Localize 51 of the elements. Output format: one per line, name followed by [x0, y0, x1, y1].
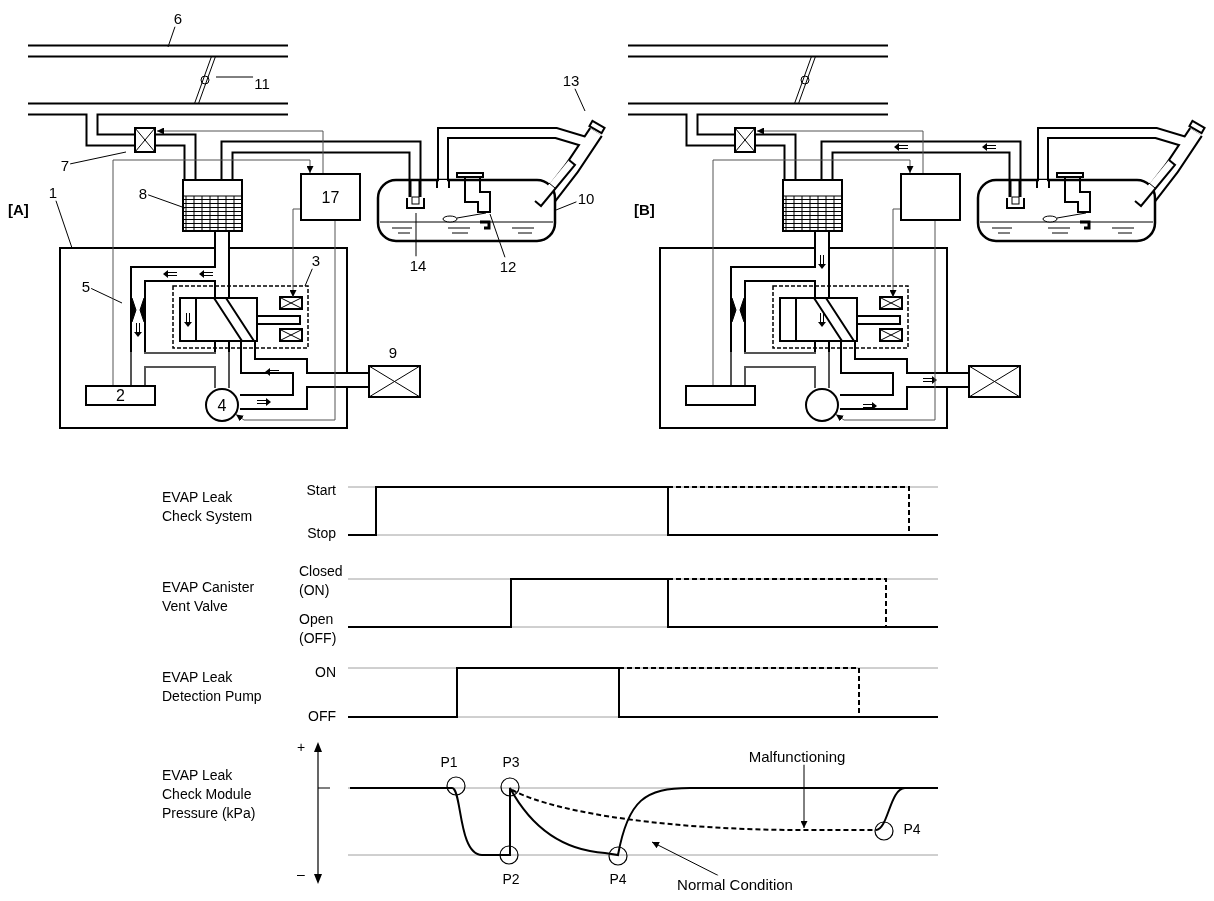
component-box: 2: [85, 385, 156, 406]
leader-line: [574, 88, 586, 112]
leader-line: [215, 76, 254, 78]
arrow: [112, 159, 314, 386]
component-box: [685, 385, 756, 406]
axis-sign: –: [297, 865, 305, 884]
pipe: [730, 352, 830, 388]
callout-number: 11: [253, 74, 271, 92]
point-label: P1: [440, 753, 458, 772]
arrow: [651, 841, 719, 876]
callout-number: 9: [388, 343, 398, 362]
level-label: Open (OFF): [299, 610, 338, 648]
leader-line: [167, 26, 176, 48]
panel-label: [B]: [634, 200, 655, 219]
arrow: [889, 208, 901, 298]
axis-sign: +: [296, 738, 306, 757]
arrow: [712, 159, 914, 386]
pipe: [130, 352, 230, 388]
leader-line: [555, 201, 578, 211]
level-label: Stop: [307, 524, 336, 543]
leader-line: [90, 287, 123, 304]
leader-line: [147, 194, 186, 209]
pump-circle: [805, 388, 839, 422]
pump-circle: 4: [205, 388, 239, 422]
component-box: [900, 173, 961, 221]
row-label: EVAP Leak Detection Pump: [162, 668, 263, 706]
arrow: [235, 220, 336, 422]
point-label: P3: [502, 753, 520, 772]
row-label: EVAP Leak Check System: [162, 488, 254, 526]
row-label: EVAP Leak Check Module Pressure (kPa): [162, 766, 257, 823]
leader-line: [304, 268, 313, 287]
arrow: [800, 764, 808, 829]
arrow: [835, 220, 936, 422]
arrow: [756, 127, 924, 174]
annotation-text: Normal Condition: [676, 875, 794, 893]
component-box: 17: [300, 173, 361, 221]
leader-line: [55, 200, 73, 249]
point-label: P2: [502, 870, 520, 889]
leader-line: [415, 212, 417, 257]
panel-label: [A]: [8, 200, 29, 219]
leader-line: [69, 151, 127, 165]
leader-line: [489, 213, 506, 258]
level-label: OFF: [308, 707, 336, 726]
level-label: Closed (ON): [299, 562, 344, 600]
row-label: EVAP Canister Vent Valve: [162, 578, 256, 616]
arrow: [289, 208, 301, 298]
level-label: ON: [315, 663, 336, 682]
point-label: P4: [903, 820, 921, 839]
level-label: Start: [306, 481, 336, 500]
point-label: P4: [609, 870, 627, 889]
arrow: [156, 127, 324, 174]
